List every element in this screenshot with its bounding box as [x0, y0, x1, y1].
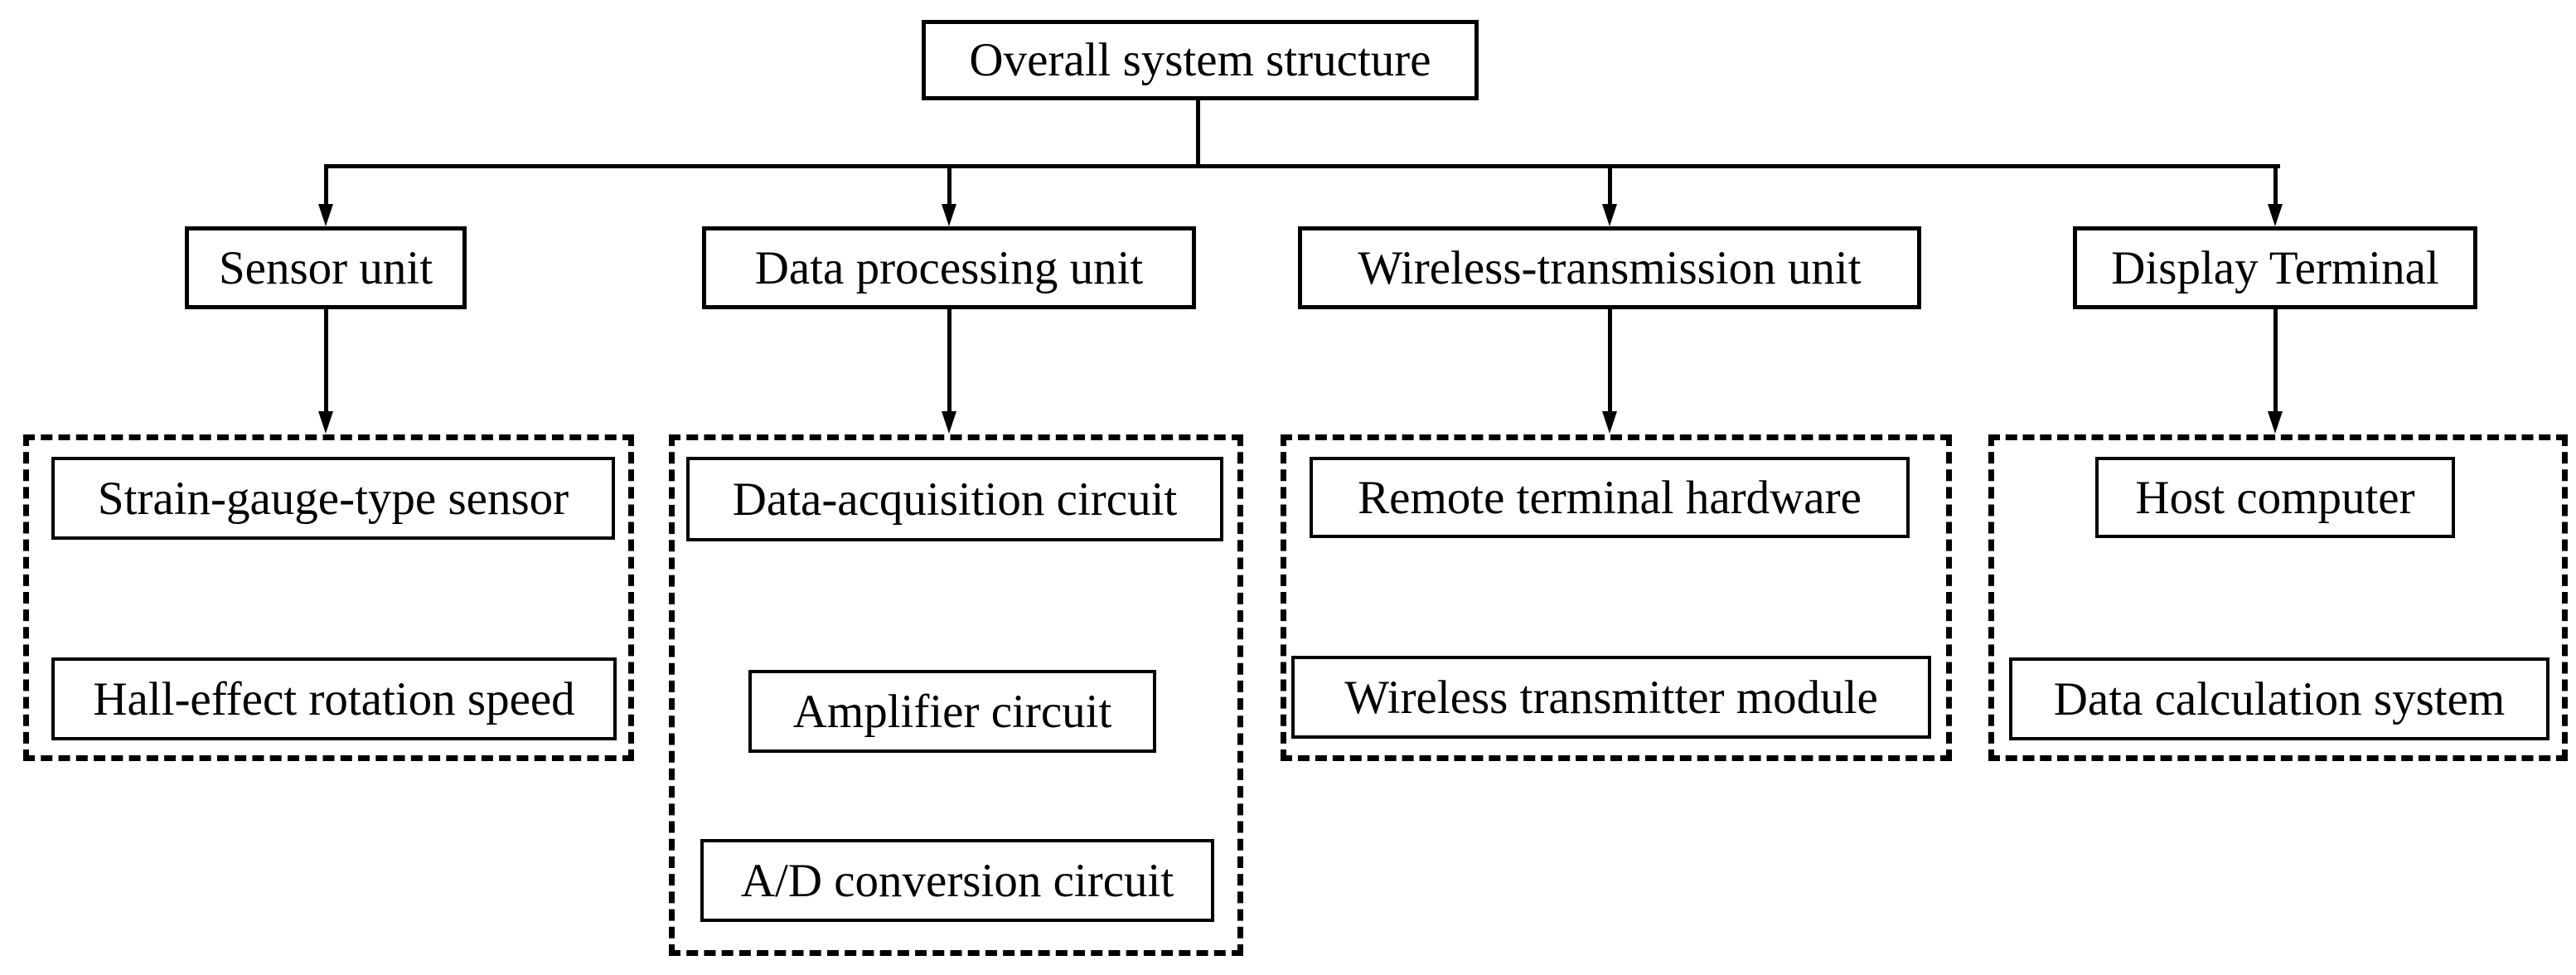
node-strain-gauge-type-sensor: Strain-gauge-type sensor: [51, 457, 615, 540]
group-wireless-transmission-unit: Remote terminal hardware Wireless transm…: [1281, 434, 1952, 761]
arrow-down-icon: [942, 411, 956, 434]
node-amplifier-circuit: Amplifier circuit: [748, 670, 1156, 753]
group-data-processing-unit: Data-acquisition circuit Amplifier circu…: [669, 434, 1243, 956]
arrow-down-icon: [2268, 411, 2283, 434]
arrow-down-icon: [318, 411, 333, 434]
node-display-terminal: Display Terminal: [2073, 226, 2477, 309]
node-label: Overall system structure: [969, 34, 1431, 86]
node-label: Host computer: [2135, 471, 2415, 524]
arrow-down-icon: [2268, 204, 2283, 226]
node-label: Data calculation system: [2053, 672, 2506, 725]
node-label: Amplifier circuit: [792, 685, 1112, 738]
node-label: Data-acquisition circuit: [732, 473, 1178, 526]
connector-group-stem: [324, 308, 328, 413]
node-sensor-unit: Sensor unit: [185, 226, 467, 309]
group-display-terminal: Host computer Data calculation system: [1988, 434, 2568, 761]
node-label: Hall-effect rotation speed: [93, 672, 575, 725]
connector-root-stem: [1196, 99, 1200, 167]
group-sensor-unit: Strain-gauge-type sensor Hall-effect rot…: [23, 434, 634, 761]
node-label: Wireless transmitter module: [1344, 671, 1878, 724]
node-data-calculation-system: Data calculation system: [2009, 657, 2549, 740]
connector-branch-stem: [324, 164, 328, 205]
connector-branch-stem: [947, 164, 951, 205]
node-data-processing-unit: Data processing unit: [702, 226, 1196, 309]
node-host-computer: Host computer: [2095, 457, 2455, 538]
node-hall-effect-rotation-speed: Hall-effect rotation speed: [51, 657, 617, 740]
arrow-down-icon: [942, 204, 956, 226]
connector-group-stem: [947, 308, 951, 413]
node-wireless-transmission-unit: Wireless-transmission unit: [1298, 226, 1921, 309]
node-remote-terminal-hardware: Remote terminal hardware: [1310, 457, 1910, 538]
node-ad-conversion-circuit: A/D conversion circuit: [700, 839, 1214, 922]
arrow-down-icon: [1602, 204, 1617, 226]
node-label: Sensor unit: [218, 241, 433, 294]
node-label: Remote terminal hardware: [1358, 471, 1862, 524]
node-label: Data processing unit: [754, 241, 1144, 294]
node-label: Display Terminal: [2111, 241, 2439, 294]
arrow-down-icon: [318, 204, 333, 226]
node-wireless-transmitter-module: Wireless transmitter module: [1291, 656, 1931, 739]
node-label: Wireless-transmission unit: [1358, 241, 1862, 294]
connector-trunk: [324, 164, 2280, 168]
connector-group-stem: [1608, 308, 1612, 413]
connector-branch-stem: [1608, 164, 1612, 205]
node-label: A/D conversion circuit: [740, 854, 1174, 907]
node-data-acquisition-circuit: Data-acquisition circuit: [686, 457, 1223, 541]
connector-branch-stem: [2273, 164, 2278, 205]
node-overall-system-structure: Overall system structure: [922, 20, 1479, 100]
arrow-down-icon: [1602, 411, 1617, 434]
node-label: Strain-gauge-type sensor: [97, 472, 569, 525]
connector-group-stem: [2273, 308, 2278, 413]
